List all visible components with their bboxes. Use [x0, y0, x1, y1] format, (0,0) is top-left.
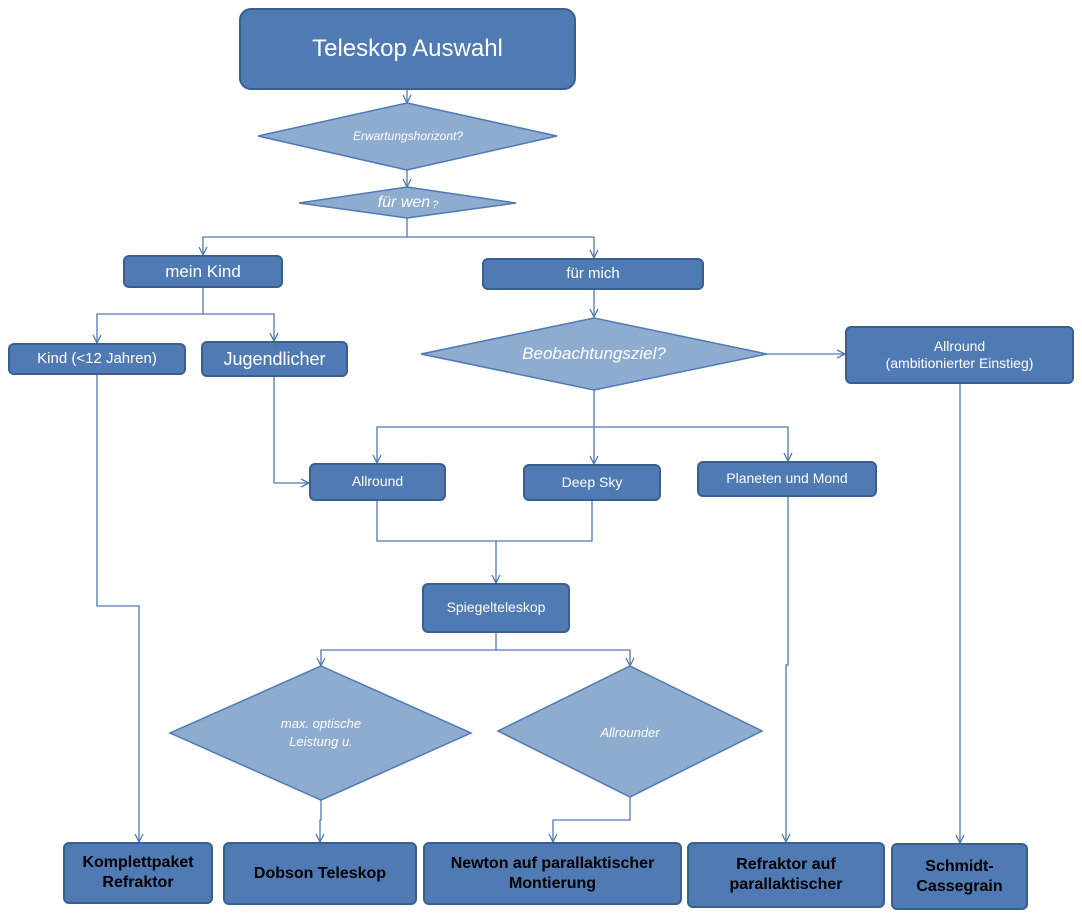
result-komplettpaket: Komplettpaket Refraktor [63, 842, 213, 904]
node-allround: Allround [309, 463, 446, 501]
connector-deepsky-spiegel [496, 501, 593, 542]
connector-allrounder-newton [553, 797, 631, 842]
connector-beob-planeten [594, 426, 788, 461]
connector-spiegel-allrounder [496, 649, 630, 666]
result-refraktor-label-1: Refraktor auf [736, 856, 836, 873]
connector-allround-spiegel [376, 501, 496, 583]
decision-fuerwen-label: für wen [377, 194, 431, 212]
decision-fuerwen: für wen? [320, 192, 496, 214]
node-kind-unter-12-label: Kind (<12 Jahren) [37, 349, 157, 367]
decision-erwartung-label: Erwartungshorizont? [352, 128, 464, 143]
node-planeten-mond-label: Planeten und Mond [726, 470, 848, 487]
node-deep-sky-label: Deep Sky [561, 473, 623, 490]
node-deep-sky: Deep Sky [523, 464, 661, 501]
node-allround-ambitioniert: Allround (ambitionierter Einstieg) [845, 326, 1074, 384]
node-fuer-mich: für mich [482, 258, 704, 290]
decision-allrounder: Allrounder [540, 722, 720, 744]
node-fuer-mich-label: für mich [566, 264, 620, 282]
connector-kind-jugend [203, 313, 274, 341]
result-dobson-label: Dobson Teleskop [253, 864, 387, 882]
decision-erwartung: Erwartungshorizont? [278, 126, 538, 146]
node-mein-kind: mein Kind [123, 255, 283, 288]
node-allround-ambitioniert-label-1: Allround [933, 337, 986, 354]
connector-beob-split [377, 390, 595, 463]
result-komplettpaket-label-1: Komplettpaket [82, 854, 194, 871]
result-newton-label-1: Newton auf parallaktischer [450, 854, 655, 872]
result-newton: Newton auf parallaktischer Montierung [423, 842, 682, 905]
node-allround-label: Allround [351, 473, 404, 490]
decision-max-label-1: max. optische [280, 716, 362, 732]
decision-max-label-2: Leistung u. [289, 734, 353, 749]
decision-allrounder-label: Allrounder [600, 725, 660, 741]
decision-erwartung-diamond [257, 102, 558, 171]
result-schmidt: Schmidt- Cassegrain [891, 843, 1028, 910]
decision-max-diamond [168, 665, 473, 801]
node-jugendlicher-label: Jugendlicher [223, 348, 326, 369]
connector-planeten-refraktor [786, 497, 788, 842]
decision-fuerwen-diamond [298, 186, 517, 219]
connector-kind-split [97, 288, 204, 343]
node-spiegelteleskop-label: Spiegelteleskop [446, 599, 546, 616]
connector-spiegel-split [321, 633, 497, 666]
decision-fuerwen-question: ? [432, 198, 439, 211]
connector-kind12-komplett [96, 375, 139, 842]
connector-fuerwen-split [203, 218, 408, 255]
node-kind-unter-12: Kind (<12 Jahren) [8, 343, 186, 375]
node-planeten-mond: Planeten und Mond [697, 461, 877, 497]
node-mein-kind-label: mein Kind [165, 261, 241, 281]
result-schmidt-label-2: Cassegrain [916, 877, 1003, 895]
node-jugendlicher: Jugendlicher [201, 341, 348, 377]
decision-beob-diamond [420, 317, 768, 391]
connector-max-dobson [320, 800, 321, 842]
result-schmidt-label-1: Schmidt- [925, 857, 994, 875]
result-refraktor-label-2: parallaktischer [729, 876, 843, 893]
decision-beob-label: Beobachtungsziel? [522, 343, 666, 363]
result-newton-label-2: Montierung [508, 874, 597, 892]
decision-allrounder-diamond [496, 665, 764, 798]
result-dobson: Dobson Teleskop [223, 842, 417, 905]
title-label: Teleskop Auswahl [312, 35, 503, 62]
decision-max: max. optische Leistung u. [215, 708, 427, 758]
node-spiegelteleskop: Spiegelteleskop [422, 583, 570, 633]
result-refraktor: Refraktor auf parallaktischer [687, 842, 885, 908]
connector-jugend-allround [273, 377, 309, 483]
connector-fuerwen-mich [407, 236, 594, 258]
title-node: Teleskop Auswahl [239, 8, 576, 90]
result-komplettpaket-label-2: Refraktor [102, 874, 174, 891]
node-allround-ambitioniert-label-2: (ambitionierter Einstieg) [885, 355, 1034, 371]
decision-beob: Beobachtungsziel? [470, 340, 718, 368]
